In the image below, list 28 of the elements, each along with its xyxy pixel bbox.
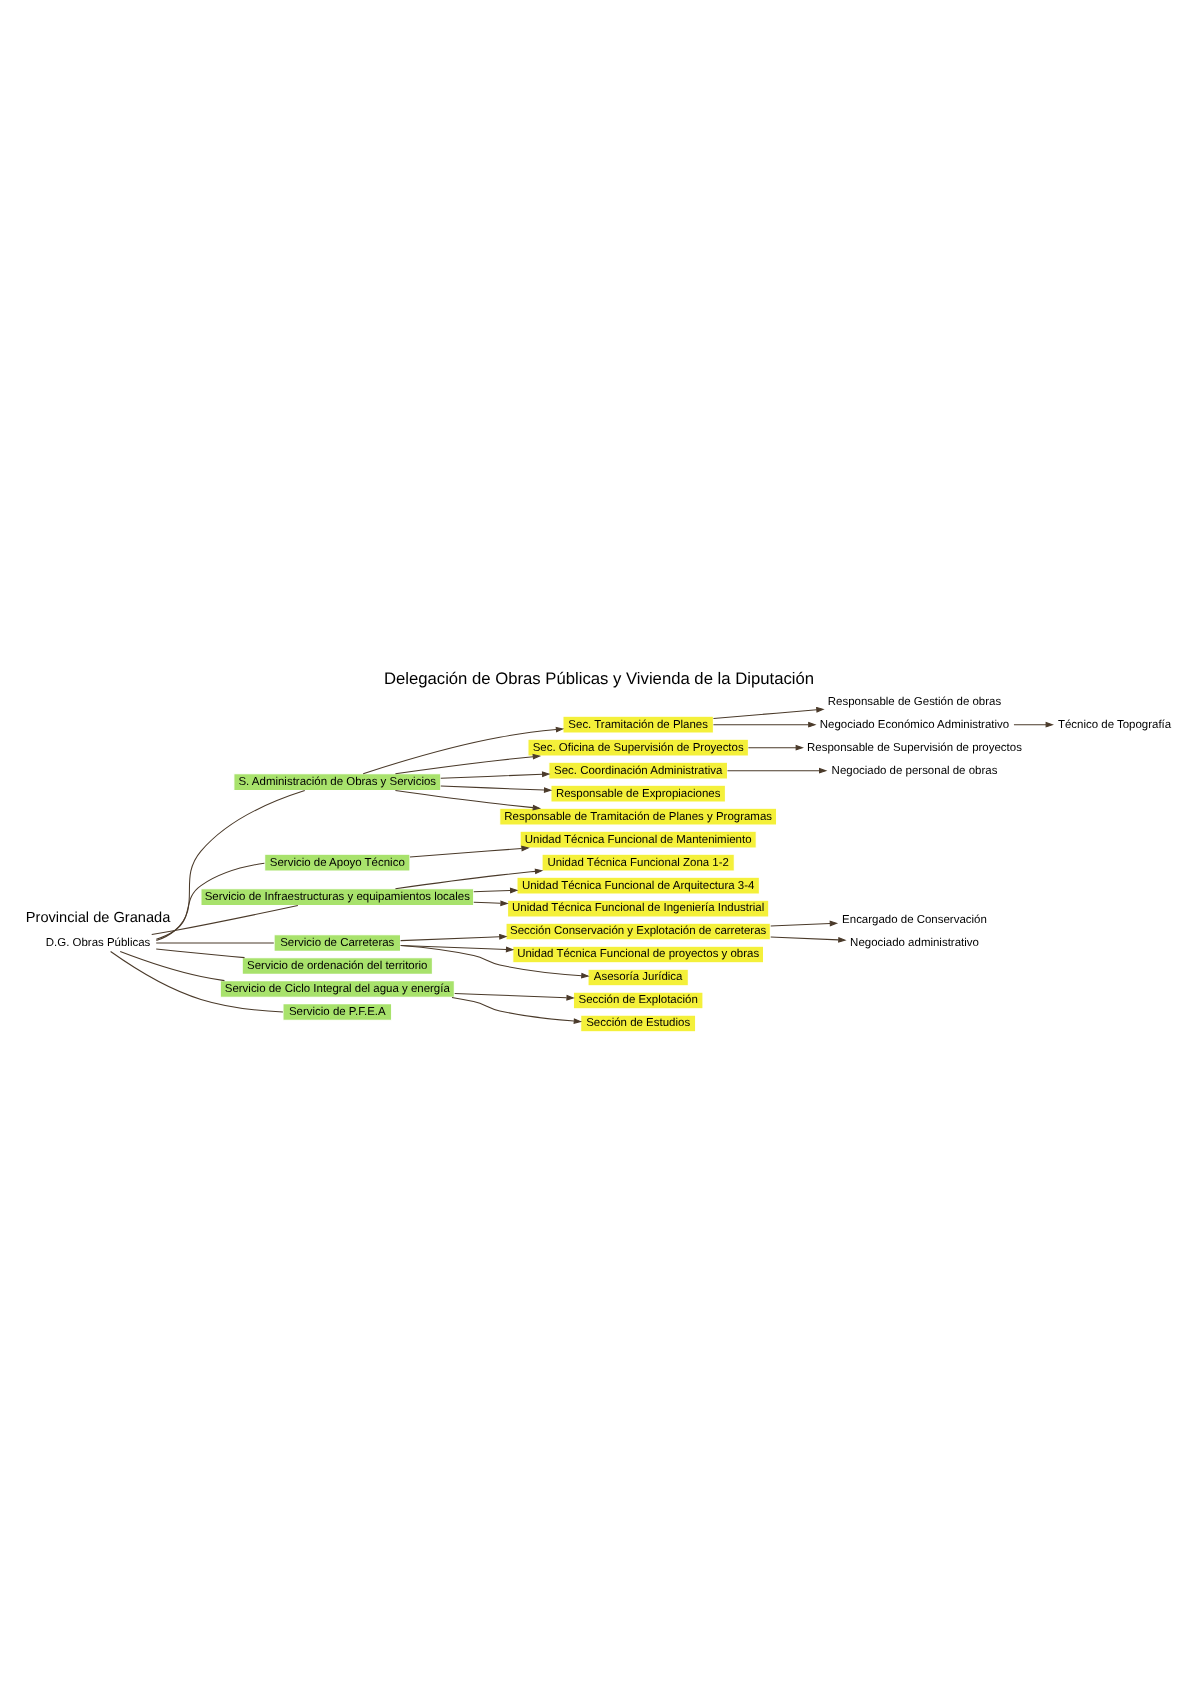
arrow [451, 995, 583, 1023]
connector [119, 949, 225, 981]
arrow [394, 752, 542, 774]
connector [151, 903, 299, 935]
arrow [473, 886, 519, 893]
arrow [712, 705, 825, 718]
arrow [727, 766, 828, 773]
arrow [394, 789, 542, 810]
arrow [770, 919, 839, 926]
arrow [770, 935, 847, 942]
connector [155, 789, 306, 941]
connector [155, 861, 265, 939]
arrow [400, 944, 590, 978]
connector [155, 947, 246, 958]
arrow [440, 784, 553, 792]
arrow [394, 867, 544, 889]
connector [155, 941, 275, 943]
arrow [473, 899, 509, 906]
arrow [454, 991, 575, 1000]
arrow [362, 725, 565, 774]
diagram-title: Delegación de Obras Públicas y Vivienda de la Diputación [383, 666, 815, 687]
arrow [440, 770, 551, 778]
arrow [1013, 720, 1054, 727]
arrow [747, 743, 804, 750]
connector [110, 950, 284, 1012]
arrow [712, 720, 817, 727]
arrow [409, 844, 530, 857]
arrow [400, 932, 508, 941]
